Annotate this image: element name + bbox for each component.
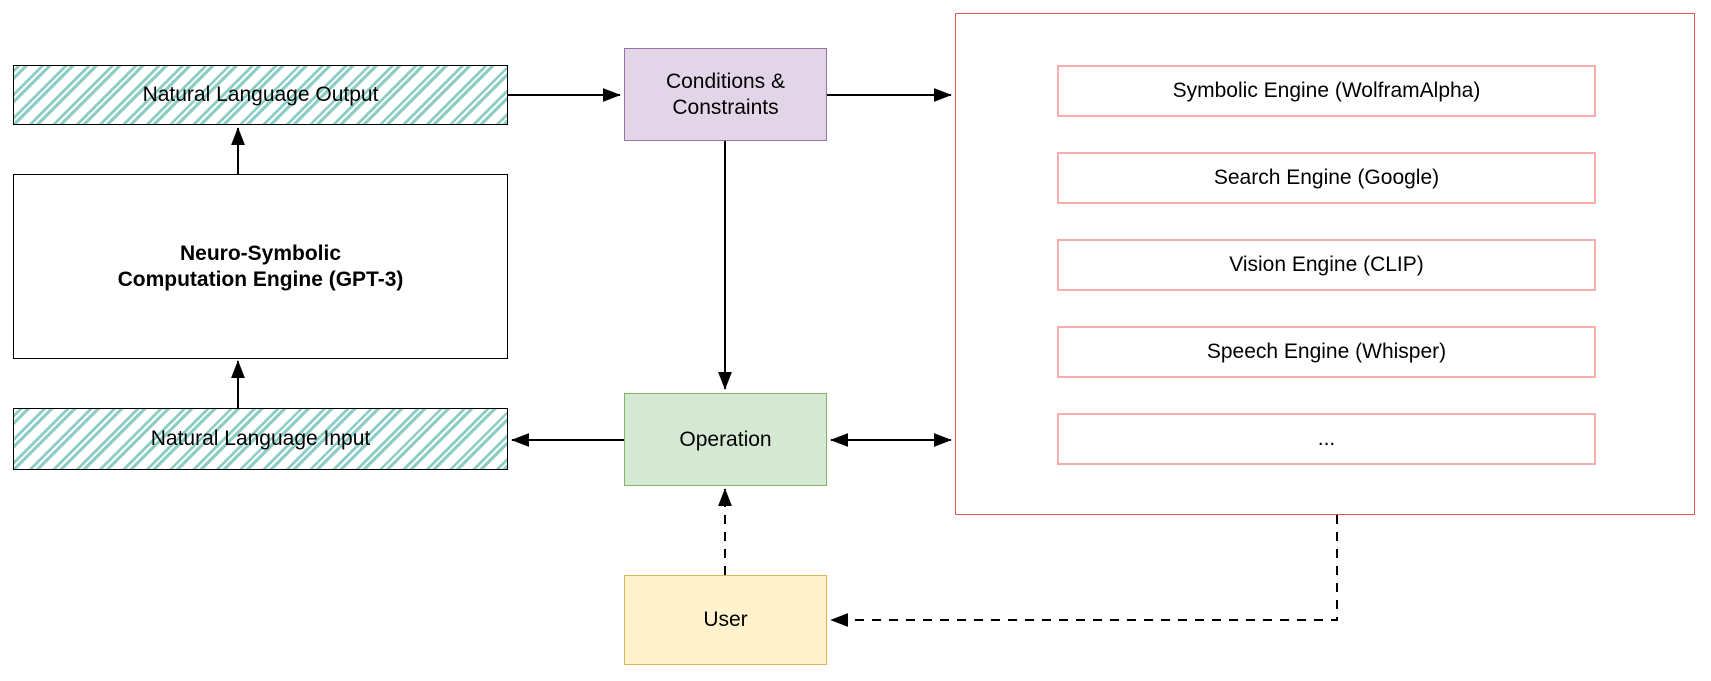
node-natural-language-input[interactable]: Natural Language Input [13,408,508,470]
engine-item-more[interactable]: ... [1057,413,1596,465]
node-natural-language-output[interactable]: Natural Language Output [13,65,508,125]
node-natural-language-input-label: Natural Language Input [150,427,371,451]
engine-item-symbolic[interactable]: Symbolic Engine (WolframAlpha) [1057,65,1596,117]
node-user[interactable]: User [624,575,827,665]
node-user-label: User [703,608,748,632]
node-operation-label: Operation [679,427,772,451]
engine-item-symbolic-label: Symbolic Engine (WolframAlpha) [1172,79,1481,102]
edge-engines-to-user [830,515,1338,627]
engine-item-search[interactable]: Search Engine (Google) [1057,152,1596,204]
engine-item-more-label: ... [1317,427,1336,450]
engine-item-search-label: Search Engine (Google) [1213,166,1440,189]
node-operation[interactable]: Operation [624,393,827,486]
engine-item-speech[interactable]: Speech Engine (Whisper) [1057,326,1596,378]
engines-panel: Symbolic Engine (WolframAlpha) Search En… [955,13,1695,515]
node-conditions-and-constraints[interactable]: Conditions & Constraints [624,48,827,141]
node-natural-language-output-label: Natural Language Output [142,83,379,107]
node-neuro-symbolic-computation-engine[interactable]: Neuro-Symbolic Computation Engine (GPT-3… [13,174,508,359]
engine-item-speech-label: Speech Engine (Whisper) [1206,340,1447,363]
engine-item-vision-label: Vision Engine (CLIP) [1229,253,1424,276]
node-conditions-and-constraints-label: Conditions & Constraints [665,69,786,119]
node-neuro-symbolic-computation-engine-label: Neuro-Symbolic Computation Engine (GPT-3… [117,241,404,291]
engine-item-vision[interactable]: Vision Engine (CLIP) [1057,239,1596,291]
